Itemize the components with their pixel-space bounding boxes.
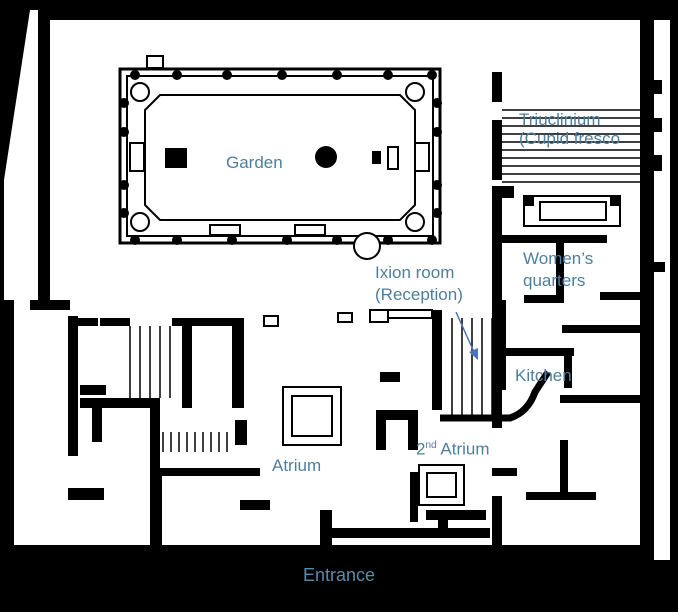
triclinium-label-line1: Triuclinium bbox=[519, 110, 601, 129]
reception-arrow bbox=[455, 311, 478, 360]
triclinium-label: Triuclinium (Cupid fresco bbox=[519, 110, 620, 148]
south-walls bbox=[14, 472, 654, 560]
atrium-impluvium bbox=[282, 386, 342, 446]
womens-quarters-feature bbox=[523, 195, 621, 227]
womens-quarters-label-line1: Women’s bbox=[523, 249, 594, 268]
second-atrium-label: 2nd Atrium bbox=[416, 436, 490, 459]
second-atrium-word: Atrium bbox=[436, 439, 490, 459]
second-atrium-impluvium bbox=[418, 464, 465, 506]
triclinium-label-line2: (Cupid fresco bbox=[519, 129, 621, 148]
second-atrium-ordinal: nd bbox=[425, 440, 437, 451]
womens-quarters-label-line2: quarters bbox=[523, 271, 586, 290]
triclinium-steps bbox=[502, 109, 640, 183]
triclinium-walls bbox=[492, 72, 665, 546]
ixion-room-label-line2: (Reception) bbox=[375, 285, 463, 304]
womens-quarters-label: Women’s quarters bbox=[523, 248, 593, 292]
entrance-label: Entrance bbox=[302, 565, 376, 585]
plan-paper bbox=[4, 10, 670, 560]
ixion-room-label-line1: Ixion room bbox=[375, 263, 455, 282]
garden-label: Garden bbox=[226, 153, 283, 172]
ixion-room-label: Ixion room (Reception) bbox=[375, 262, 463, 306]
garden-peristyle bbox=[118, 55, 442, 260]
well-circle bbox=[353, 232, 381, 260]
ixion-room bbox=[432, 300, 551, 422]
small-features bbox=[263, 309, 433, 327]
second-atrium-number: 2 bbox=[416, 439, 426, 459]
west-stairs bbox=[129, 326, 228, 452]
kitchen-label: Kitchen bbox=[515, 366, 572, 385]
atrium-label: Atrium bbox=[272, 456, 322, 475]
